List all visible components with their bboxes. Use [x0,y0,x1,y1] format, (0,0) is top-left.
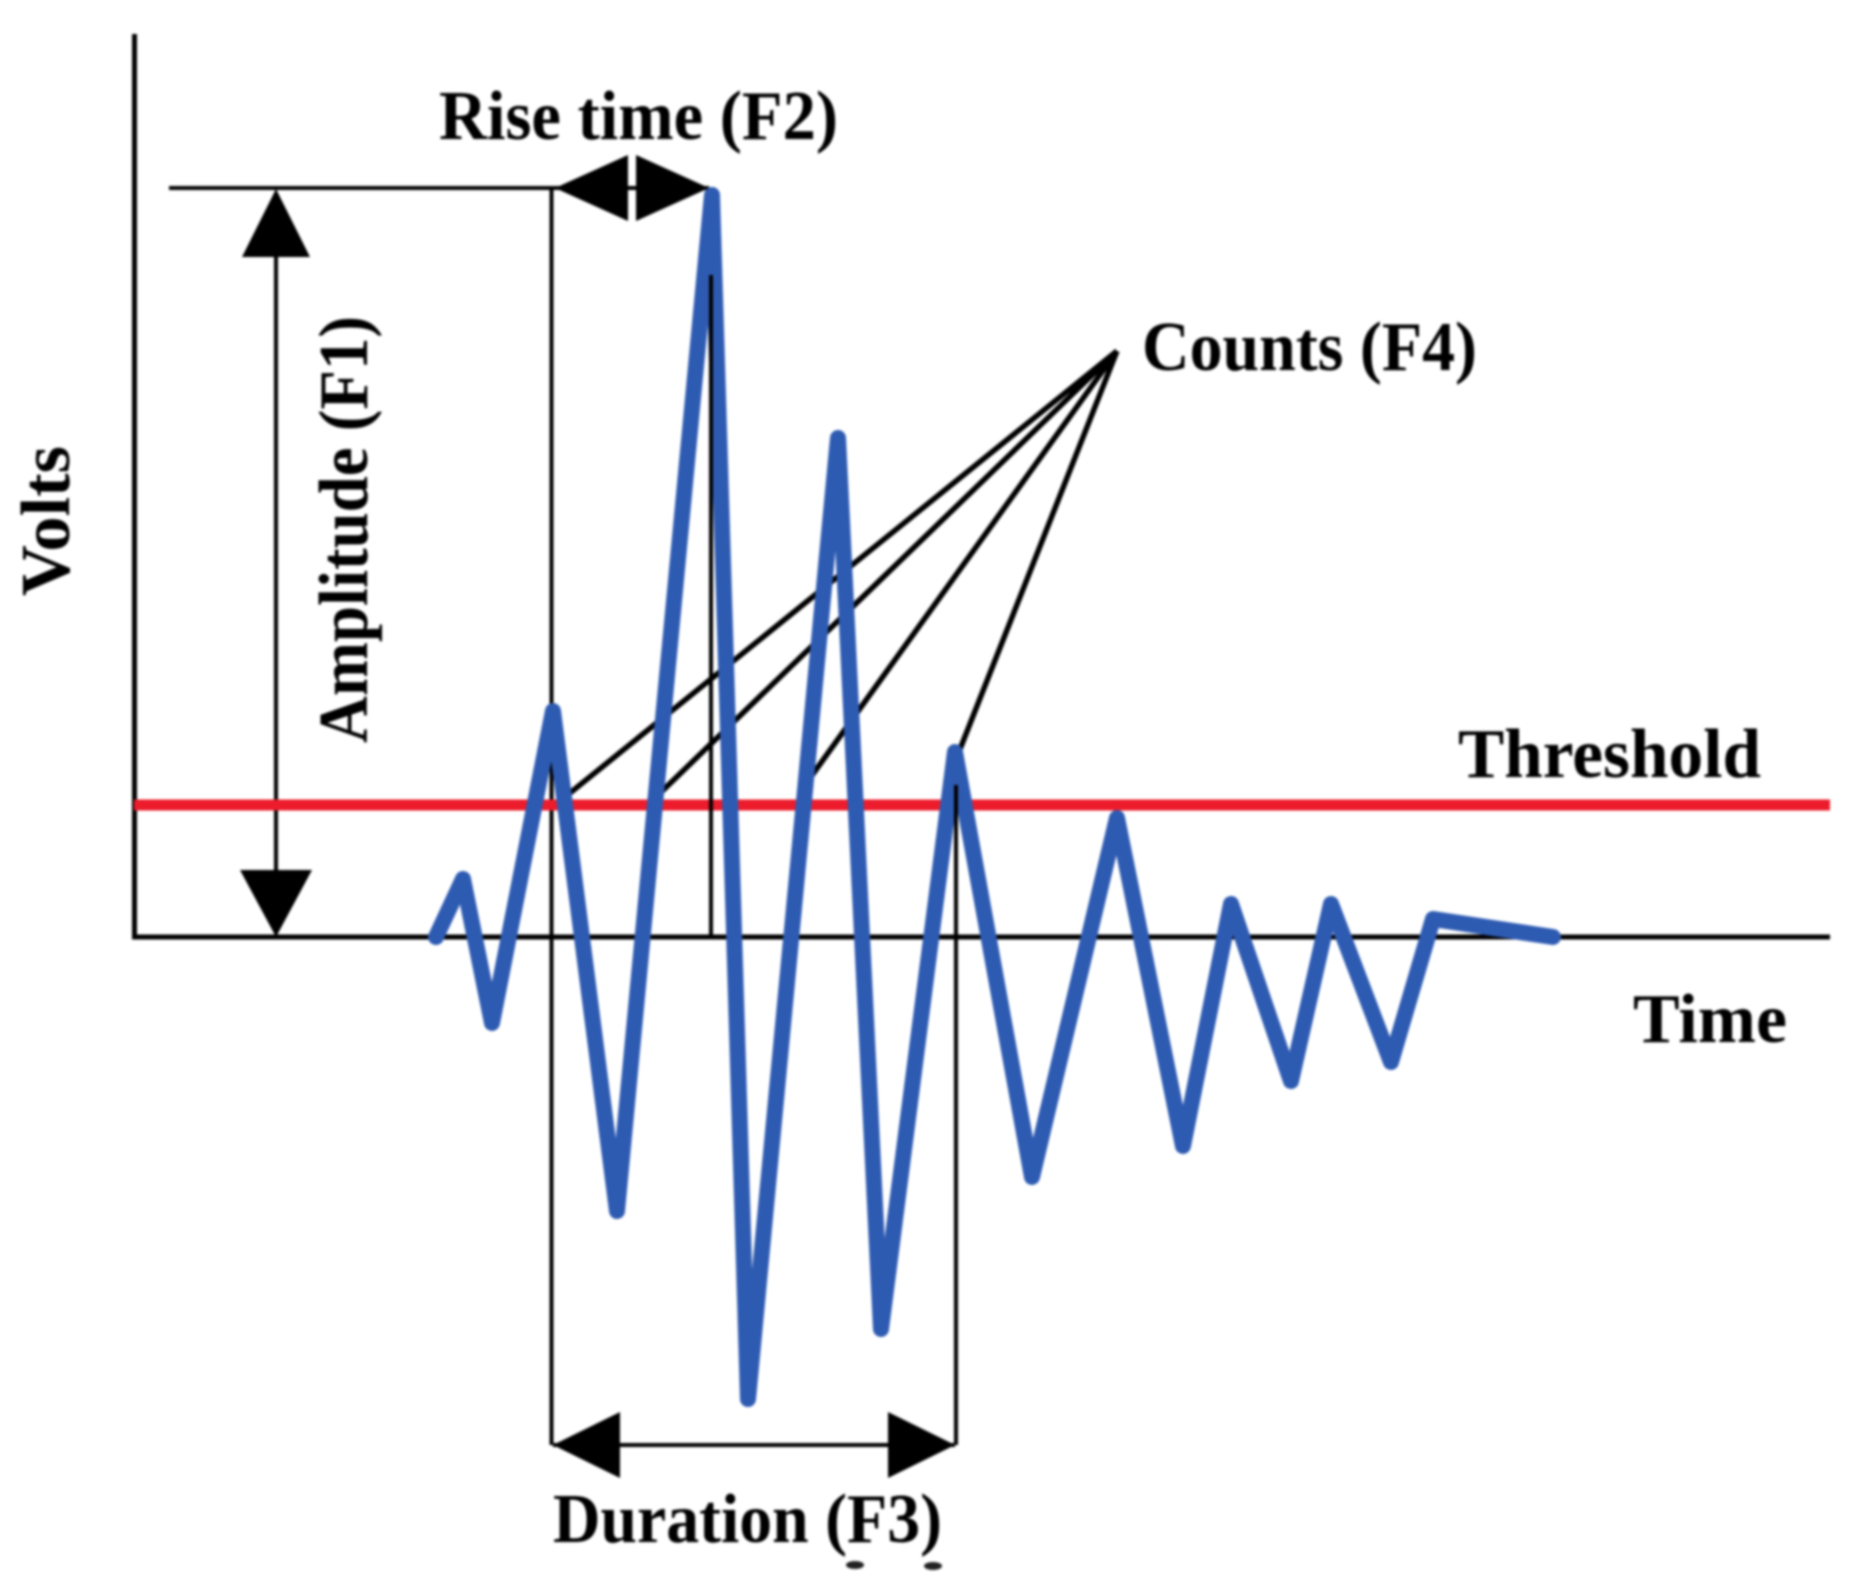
svg-text:Volts: Volts [8,446,85,596]
svg-text:Counts (F4): Counts (F4) [1142,309,1477,386]
svg-text:Threshold: Threshold [1458,716,1761,793]
svg-text:Duration (F3): Duration (F3) [553,1481,942,1558]
svg-text:Rise time (F2): Rise time (F2) [439,78,838,155]
svg-text:Time: Time [1633,981,1787,1058]
svg-text:Amplitude (F1): Amplitude (F1) [306,316,383,743]
